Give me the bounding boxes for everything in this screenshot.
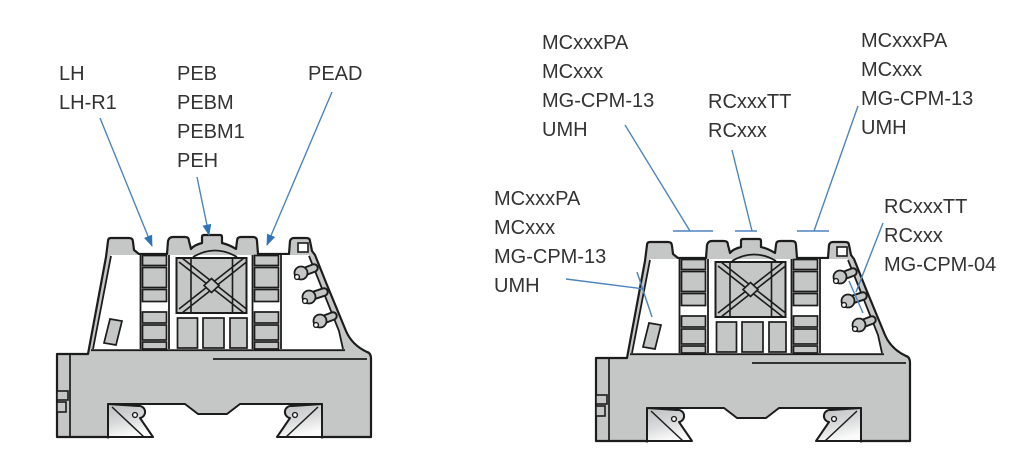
part-code: MCxxxPA (861, 30, 948, 52)
part-code: MCxxx (542, 61, 604, 83)
terminal-block-left-drawing (57, 235, 371, 439)
left-leader-arrows (99, 91, 333, 247)
part-code: MG-CPM-04 (884, 254, 997, 276)
leader-line-top-center (731, 149, 753, 232)
part-code: MCxxx (861, 59, 923, 81)
part-code: UMH (494, 275, 540, 297)
part-code: MG-CPM-13 (861, 88, 974, 110)
part-code: MG-CPM-13 (542, 90, 655, 112)
leader-line-top-right (813, 105, 859, 232)
leader-arrow-pe (196, 176, 212, 236)
part-code: MCxxxPA (542, 32, 629, 54)
part-code: PEBM (177, 92, 234, 114)
part-code: PEBM1 (177, 121, 245, 143)
part-code: UMH (861, 117, 907, 139)
part-code: RCxxxTT (708, 91, 792, 113)
part-code: PEH (177, 150, 219, 172)
part-code: RCxxx (708, 120, 767, 142)
part-code: LH (59, 63, 85, 85)
part-code: UMH (542, 119, 588, 141)
leader-line-side-left (565, 278, 645, 290)
leader-arrow-lh (99, 117, 153, 247)
leader-arrow-pead (266, 91, 333, 246)
label-rc-side-right: RCxxxTT RCxxx MG-CPM-04 (884, 193, 996, 280)
part-code: PEAD (308, 63, 363, 85)
leader-line-side-right (855, 222, 884, 293)
tick-side-left (636, 271, 653, 318)
part-code: MG-CPM-13 (494, 246, 607, 268)
leader-line-top-left (624, 124, 691, 232)
tick-side-right (848, 280, 864, 314)
right-leader-lines (565, 105, 884, 318)
terminal-block-right-drawing (596, 239, 910, 443)
label-mc-top-left: MCxxxPA MCxxx MG-CPM-13 UMH (542, 29, 654, 145)
label-rc-top-center: RCxxxTT RCxxx (708, 88, 791, 146)
part-code: RCxxxTT (884, 196, 968, 218)
label-pead: PEAD (308, 60, 362, 89)
part-code: RCxxx (884, 225, 943, 247)
part-code: MCxxxPA (494, 188, 581, 210)
part-code: LH-R1 (59, 92, 117, 114)
label-mc-top-right: MCxxxPA MCxxx MG-CPM-13 UMH (861, 27, 973, 143)
label-mc-side-left: MCxxxPA MCxxx MG-CPM-13 UMH (494, 185, 606, 301)
part-code: MCxxx (494, 217, 556, 239)
label-lh: LH LH-R1 (59, 60, 117, 118)
part-code: PEB (177, 63, 218, 85)
label-pe-group: PEB PEBM PEBM1 PEH (177, 60, 245, 176)
